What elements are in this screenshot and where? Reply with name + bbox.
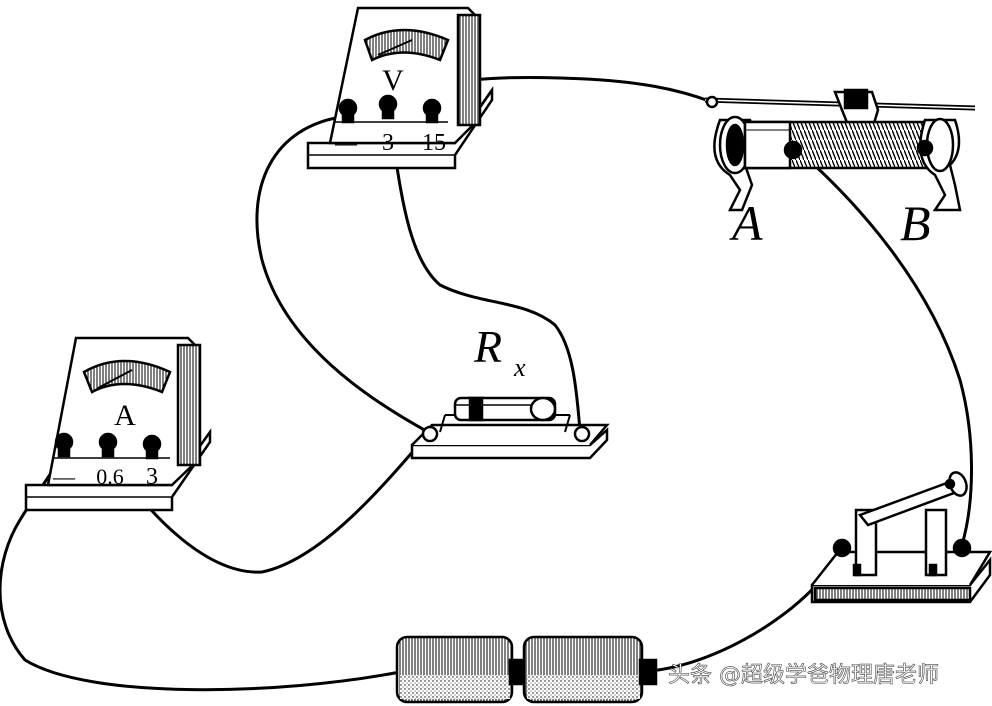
rheostat-end-label-b: B [900,195,931,251]
voltmeter: V — 3 15 [306,6,494,170]
resistor-terminal-right[interactable] [573,425,591,443]
battery-pack [395,635,658,704]
rheostat-terminal-a[interactable] [705,95,719,109]
ammeter-symbol: A [114,399,136,432]
switch-terminal-right[interactable] [952,538,972,558]
rheostat-terminal-coil-end[interactable] [916,139,934,157]
ammeter-terminals [54,432,162,460]
battery-cell-1 [395,635,526,704]
watermark: 头条 @超级学爸物理唐老师 [668,663,939,688]
rheostat-terminal-b-slider[interactable] [783,140,803,160]
battery-cell-2 [522,635,658,704]
ammeter-terminal-label-0-6: 0.6 [96,464,124,489]
resistor-terminal-left[interactable] [421,425,439,443]
voltmeter-terminal-label-3: 3 [382,130,394,156]
voltmeter-symbol: V [382,64,404,97]
rheostat: A B [704,88,976,251]
resistor-label-main: R [473,321,502,372]
switch-terminal-left[interactable] [832,538,852,558]
ammeter-terminal-label-3: 3 [146,464,158,490]
wire-voltmeter-3-to-resistor-right [386,108,582,432]
wire-rheostat-slider-to-switch [798,150,973,547]
rheostat-end-label-a: A [729,195,763,251]
knife-switch [810,471,992,604]
ammeter-terminal-label-minus: — [52,464,76,489]
resistor-label-sub: x [513,353,526,382]
wire-switch-to-battery [656,546,844,672]
resistor-rx: R x [410,321,610,460]
voltmeter-terminal-label-minus: — [334,130,358,155]
voltmeter-terminal-label-15: 15 [422,130,446,156]
wire-ammeter-06-to-resistor-left [106,432,430,574]
ammeter: A — 0.6 3 [24,336,212,512]
wire-voltmeter-minus-to-resistor-left [255,114,430,434]
